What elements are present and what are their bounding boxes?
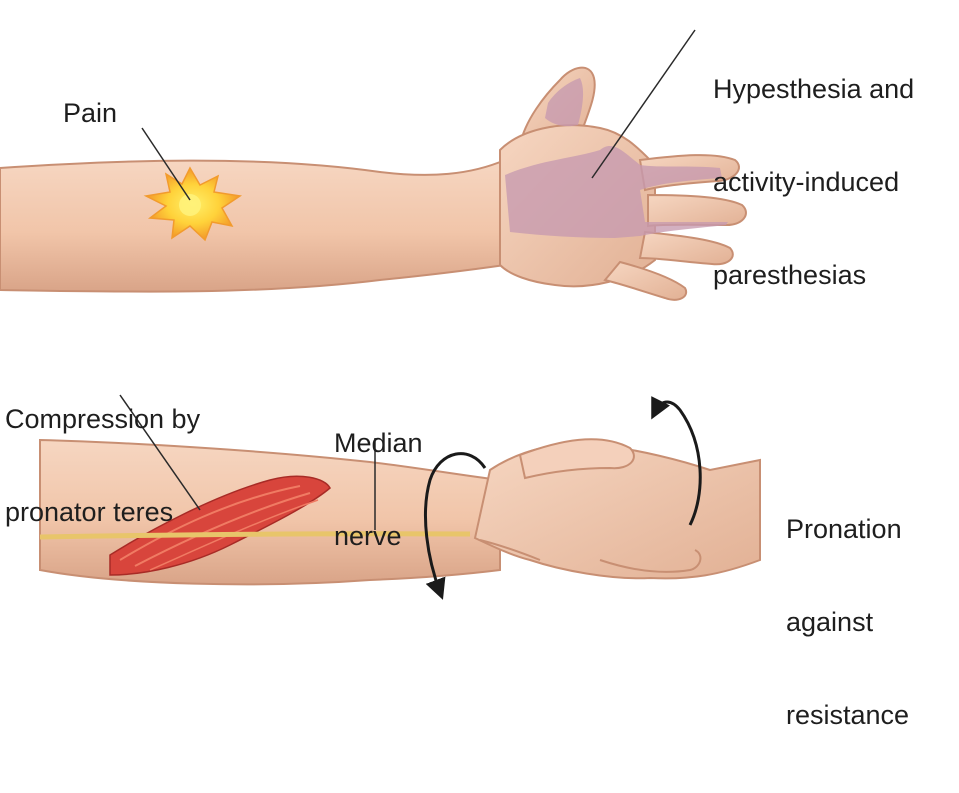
pronation-label-line: against xyxy=(786,607,909,638)
handshake xyxy=(475,439,760,578)
upper-forearm xyxy=(0,160,505,292)
pain-label: Pain xyxy=(63,98,117,129)
median-nerve-label-line: nerve xyxy=(334,521,423,552)
hypoesthesia-label: Hypesthesia and activity-induced paresth… xyxy=(713,12,914,353)
hypoesthesia-label-line: activity-induced xyxy=(713,167,914,198)
compression-label-line: Compression by xyxy=(5,404,200,435)
open-hand xyxy=(500,68,746,300)
pronation-label-line: Pronation xyxy=(786,514,909,545)
diagram-canvas: Pain Hypesthesia and activity-induced pa… xyxy=(0,0,959,603)
compression-label: Compression by pronator teres xyxy=(5,342,200,590)
pronation-label-line: resistance xyxy=(786,700,909,731)
hypoesthesia-label-line: paresthesias xyxy=(713,260,914,291)
hypoesthesia-label-line: Hypesthesia and xyxy=(713,74,914,105)
median-nerve-label-line: Median xyxy=(334,428,423,459)
median-nerve-label: Median nerve xyxy=(334,366,423,614)
compression-label-line: pronator teres xyxy=(5,497,200,528)
pronation-label: Pronation against resistance xyxy=(786,452,909,793)
